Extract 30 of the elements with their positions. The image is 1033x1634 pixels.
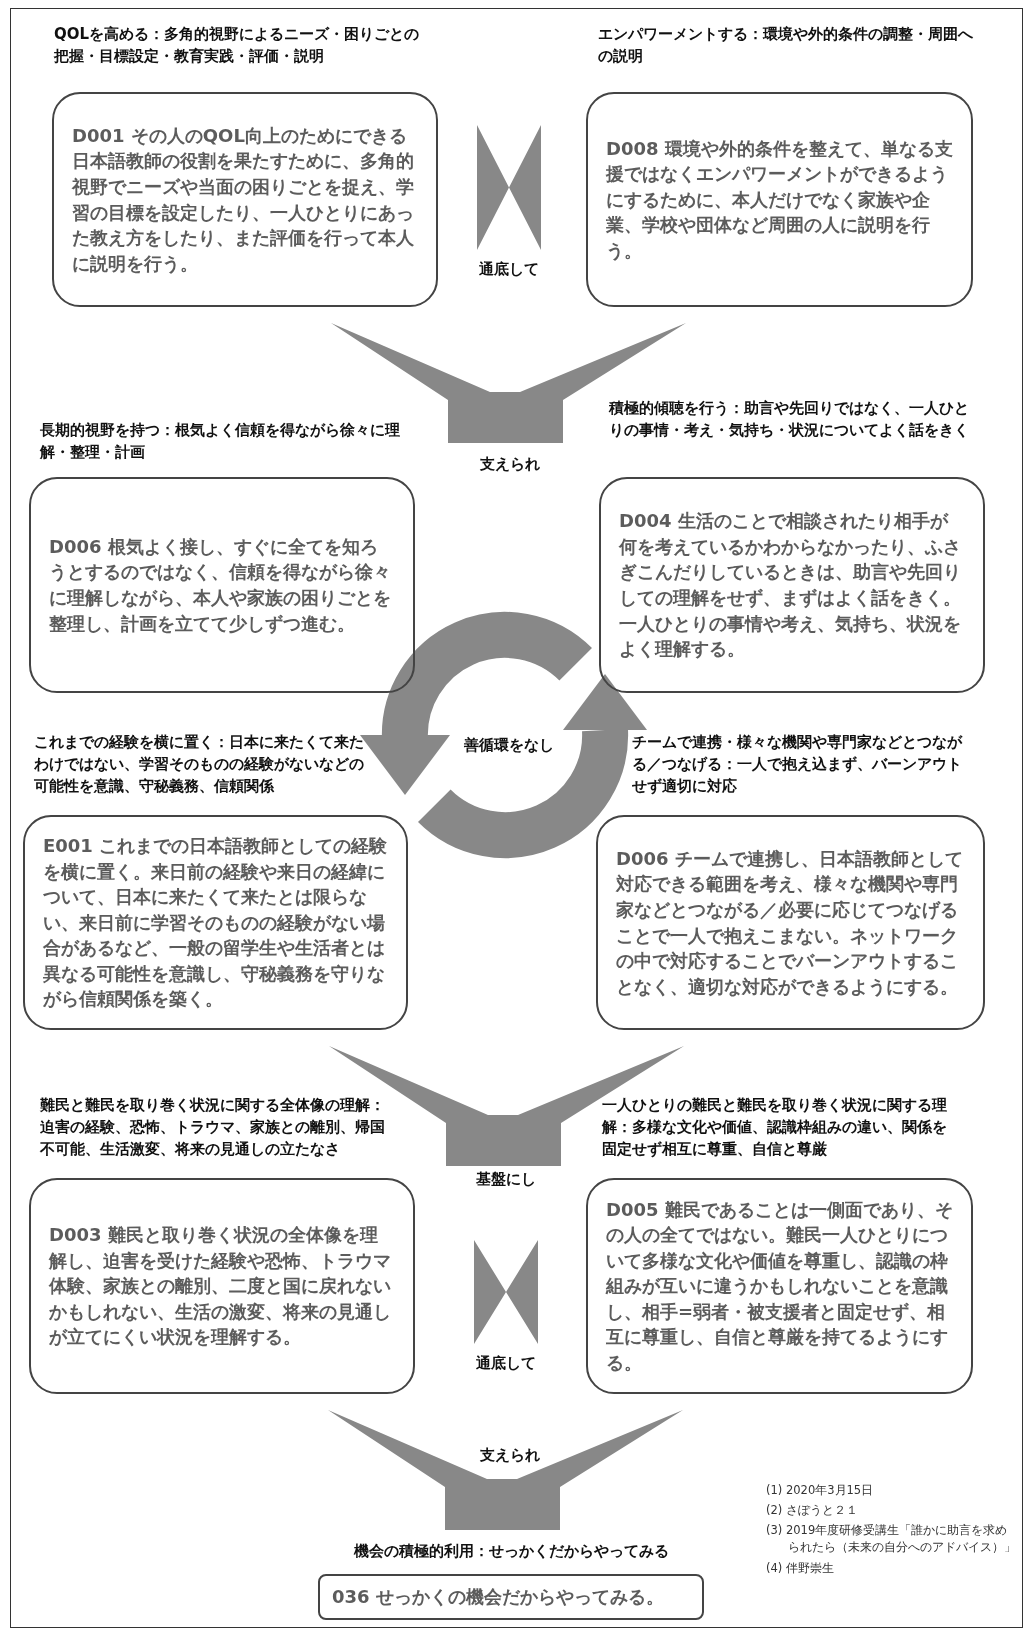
node-label: 通底して [479, 260, 539, 279]
node-label: 通底して [476, 1354, 536, 1373]
footnote: (2) さぽうと２１ [766, 1502, 859, 1519]
rounded-text-box: E001 これまでの日本語教師としての経験を横に置く。来日前の経験や来日の経緯について、日本に来たくて来たとは限らない、来日前に学習そのものの経験がない場合があるなど、一般の留学生や生活者とは異なる可能性を意識し、守秘義務を守りながら信頼関係を築く。 [23, 815, 408, 1030]
rounded-text-box: D006 チームで連携し、日本語教師として対応できる範囲を考え、様々な機関や専門家などとつながる／必要に応じてつなげることで一人で抱えこまない。ネットワークの中で対応することでバーンアウトすることなく、適切な対応ができるようにする。 [596, 815, 985, 1030]
heading: これまでの経験を横に置く：日本に来たくて来たわけではない、学習そのものの経験がないなどの可能性を意識、守秘義務、信頼関係 [34, 732, 365, 797]
rounded-text-box: 036 せっかくの機会だからやってみる。 [318, 1574, 704, 1620]
heading: エンパワーメントする：環境や外的条件の調整・周囲への説明 [598, 24, 974, 67]
connector-label: 基盤にし [476, 1170, 536, 1189]
bowtie-shape [474, 1240, 538, 1344]
heading: 長期的視野を持つ：根気よく信頼を得ながら徐々に理解・整理・計画 [40, 420, 401, 463]
footnote: (4) 伴野崇生 [766, 1560, 835, 1577]
footnote: (1) 2020年3月15日 [766, 1482, 875, 1499]
heading: 積極的傾聴を行う：助言や先回りではなく、一人ひとりの事情・考え・気持ち・状況についてよく話をきく [609, 398, 970, 441]
rounded-text-box: D004 生活のことで相談されたり相手が何を考えているかわからなかったり、ふさぎこんだりしているときは、助言や先回りしての理解をせず、まずはよく話をきく。一人ひとりの事情や考え、気持ち、状況をよく理解する。 [599, 477, 985, 693]
rounded-text-box: D008 環境や外的条件を整えて、単なる支援ではなくエンパワーメントができるようにするために、本人だけでなく家族や企業、学校や団体など周囲の人に説明を行う。 [586, 92, 973, 307]
connector-label: 支えられ [480, 455, 540, 474]
rounded-text-box: D006 根気よく接し、すぐに全てを知ろうとするのではなく、信頼を得ながら徐々に理解しながら、本人や家族の困りごとを整理し、計画を立てて少しずつ進む。 [29, 477, 415, 693]
footnote: (3) 2019年度研修受講生「誰かに助言を求められたら（未来の自分へのアドバイス）」 [766, 1522, 1016, 1557]
rounded-text-box: D005 難民であることは一側面であり、その人の全てではない。難民一人ひとりについて多様な文化や価値を尊重し、認識の枠組みが互いに違うかもしれないことを意識し、相手=弱者・被支援者と固定せず、相互に尊重し、自信と尊厳を持てるようにする。 [586, 1178, 973, 1394]
heading: チームで連携・様々な機関や専門家などとつながる／つなげる：一人で抱え込まず、バーンアウトせず適切に対応 [632, 732, 964, 797]
rounded-text-box: D001 その人のQOL向上のためにできる日本語教師の役割を果たすために、多角的視野でニーズや当面の困りごとを捉え、学習の目標を設定したり、一人ひとりにあった教え方をしたり、また評価を行って本人に説明を行う。 [52, 92, 438, 307]
heading: QOLを高める：多角的視野によるニーズ・困りごとの把握・目標設定・教育実践・評価・説明 [54, 24, 421, 67]
rounded-text-box: D003 難民と取り巻く状況の全体像を理解し、迫害を受けた経験や恐怖、トラウマ体験、家族との離別、二度と国に戻れないかもしれない、生活の激変、将来の見通しが立てにくい状況を理解する。 [29, 1178, 415, 1394]
bowtie-shape [477, 125, 541, 250]
connector-label: 善循環をなし [464, 736, 554, 755]
heading: 機会の積極的利用：せっかくだからやってみる [352, 1541, 670, 1562]
heading: 難民と難民を取り巻く状況に関する全体像の理解：迫害の経験、恐怖、トラウマ、家族との離別、帰国不可能、生活激変、将来の見通しの立たなさ [40, 1095, 386, 1160]
connector-label: 支えられ [480, 1446, 540, 1465]
heading: 一人ひとりの難民と難民を取り巻く状況に関する理解：多様な文化や価値、認識枠組みの違い、関係を固定せず相互に尊重、自信と尊厳 [602, 1095, 948, 1160]
